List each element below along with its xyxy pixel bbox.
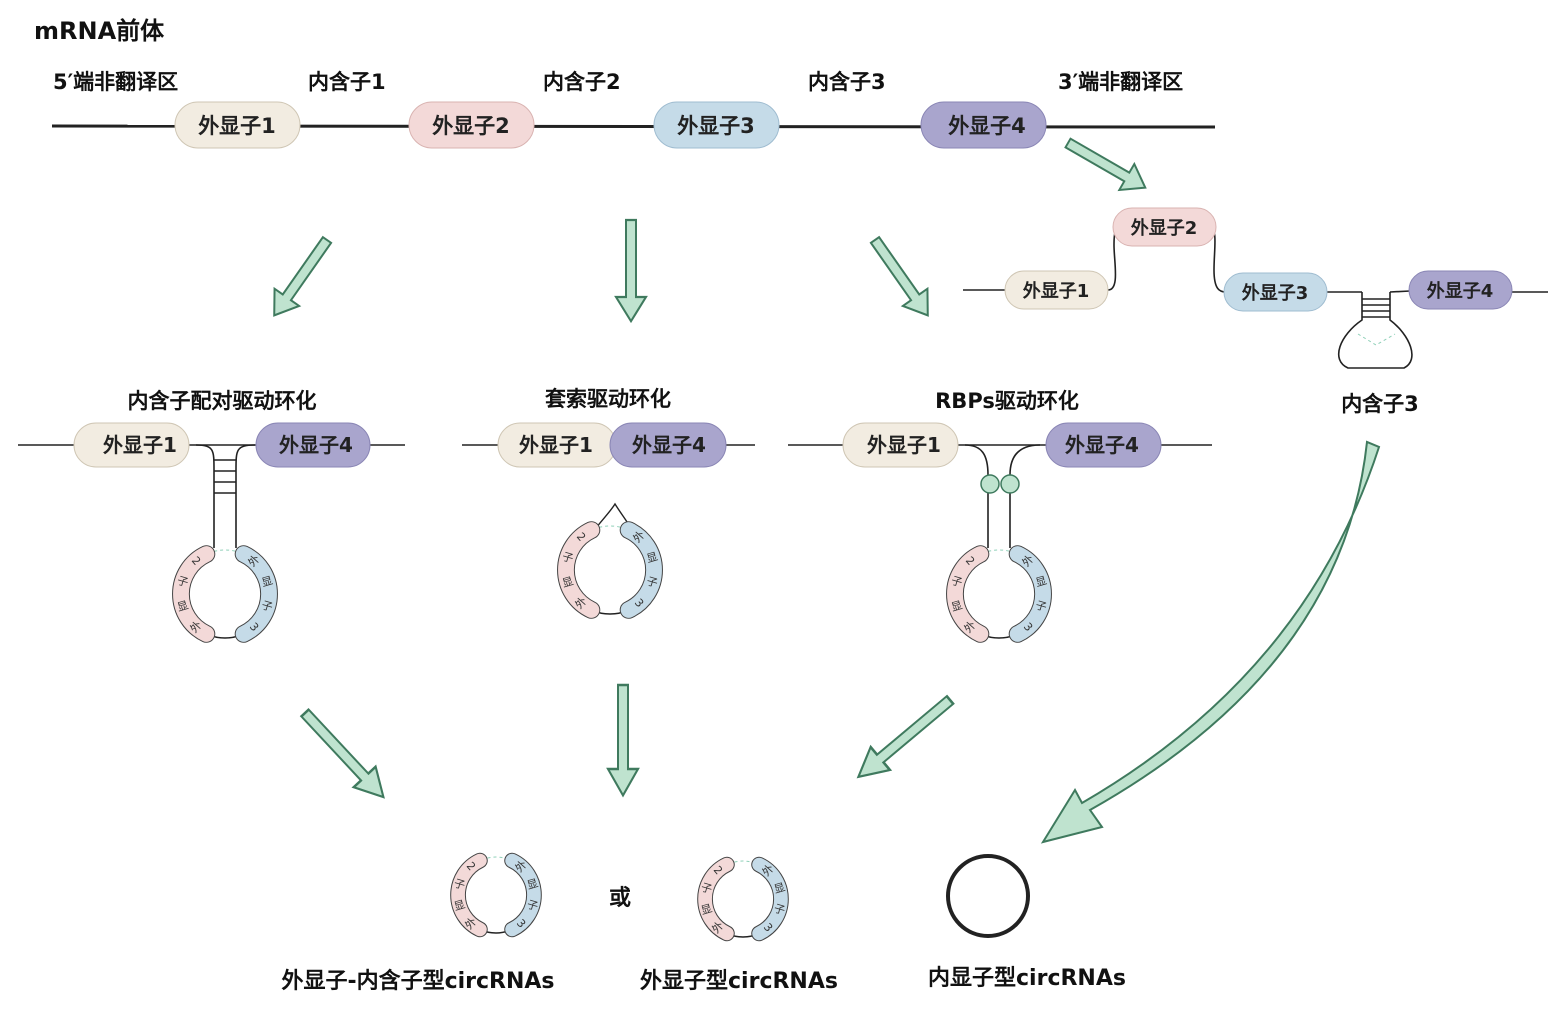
intron-retention-structure: 外显子1 外显子2 外显子3 外显子4 xyxy=(963,207,1548,369)
title: mRNA前体 xyxy=(34,17,165,45)
exon-1-pairing: 外显子1 xyxy=(73,422,190,468)
title-intron-pairing: 内含子配对驱动环化 xyxy=(128,389,317,413)
label-intron1: 内含子1 xyxy=(308,70,386,94)
circ-arc-char: 子 xyxy=(645,575,659,591)
circ-exon-2-arc xyxy=(947,546,989,642)
circ-arc-char: 显 xyxy=(645,550,659,566)
svg-text:外显子3: 外显子3 xyxy=(677,114,755,138)
circ-arc-char: 显 xyxy=(950,599,964,615)
circ-arc-char: 显 xyxy=(699,902,713,918)
arrow-rbp-to-product xyxy=(847,687,961,790)
arrow-to-intronic-circrna xyxy=(1040,440,1381,844)
exon-1-lariat: 外显子1 xyxy=(497,422,617,468)
circ-arc-char: 显 xyxy=(260,574,274,590)
label-utr3: 3′端非翻译区 xyxy=(1058,70,1183,94)
title-rbp: RBPs驱动环化 xyxy=(935,389,1079,413)
arrow-pairing-to-product xyxy=(292,701,396,809)
circ-exon-2-arc xyxy=(451,853,487,937)
arrow-to-rbp xyxy=(861,230,942,325)
circ-arc-char: 显 xyxy=(772,881,786,897)
svg-text:外显子1: 外显子1 xyxy=(867,433,941,457)
circ-arc-char: 显 xyxy=(561,575,575,591)
intronic-circrna-ring xyxy=(946,854,1030,938)
exon-4-top: 外显子4 xyxy=(920,101,1047,149)
title-lariat: 套索驱动环化 xyxy=(545,387,671,411)
arrow-to-intron-pairing xyxy=(260,230,341,325)
circ-arc-char: 子 xyxy=(772,902,786,918)
circ-arc-char: 显 xyxy=(525,877,539,893)
circ-arc-char: 显 xyxy=(452,898,466,914)
arrow-lariat-to-product xyxy=(606,683,640,797)
svg-text:外显子1: 外显子1 xyxy=(103,433,177,457)
arrow-to-lariat xyxy=(614,218,648,323)
or-label: 或 xyxy=(609,885,631,911)
exon-1-top: 外显子1 xyxy=(174,101,301,149)
svg-text:外显子4: 外显子4 xyxy=(279,433,353,457)
label-intron3: 内含子3 xyxy=(808,70,886,94)
exon-4-pairing: 外显子4 xyxy=(255,422,371,468)
label-ecirc: 外显子型circRNAs xyxy=(640,968,838,994)
rbp-protein-right xyxy=(1000,474,1020,494)
circ-arc-char: 子 xyxy=(950,574,964,590)
exon-1-rbp: 外显子1 xyxy=(842,422,959,468)
circ-exon-3-arc xyxy=(505,853,541,937)
exon-4-rbp: 外显子4 xyxy=(1045,422,1162,468)
circ-exon-3-arc xyxy=(235,546,277,642)
label-utr5: 5′端非翻译区 xyxy=(53,70,178,94)
exon-2-top: 外显子2 xyxy=(408,101,535,149)
svg-text:外显子4: 外显子4 xyxy=(948,114,1026,138)
label-intron3-right: 内含子3 xyxy=(1341,392,1419,416)
rbp-protein-left xyxy=(980,474,1000,494)
svg-text:外显子1: 外显子1 xyxy=(1023,280,1090,302)
circ-exon-2-arc xyxy=(173,546,215,642)
exon-4-right: 外显子4 xyxy=(1408,270,1513,310)
svg-text:外显子1: 外显子1 xyxy=(519,433,593,457)
exon-3-right: 外显子3 xyxy=(1223,272,1328,312)
circ-arc-char: 子 xyxy=(699,881,713,897)
circ-arc-char: 子 xyxy=(525,898,539,914)
svg-text:外显子4: 外显子4 xyxy=(632,433,706,457)
svg-text:外显子4: 外显子4 xyxy=(1065,433,1139,457)
circ-arc-char: 子 xyxy=(1034,599,1048,615)
svg-text:外显子3: 外显子3 xyxy=(1242,282,1309,304)
arrow-to-intron-retention xyxy=(1059,129,1154,202)
circ-arc-char: 子 xyxy=(260,599,274,615)
circ-arc-char: 子 xyxy=(452,877,466,893)
svg-text:外显子1: 外显子1 xyxy=(198,114,276,138)
circ-exon-2-arc xyxy=(558,522,600,618)
circ-exon-3-arc xyxy=(1009,546,1051,642)
circ-exon-2-arc xyxy=(698,857,734,941)
circ-arc-char: 显 xyxy=(1034,574,1048,590)
circ-arc-char: 子 xyxy=(176,574,190,590)
svg-text:外显子2: 外显子2 xyxy=(432,114,510,138)
exon-4-lariat: 外显子4 xyxy=(609,422,727,468)
label-intron2: 内含子2 xyxy=(543,70,621,94)
label-eicirc: 外显子-内含子型circRNAs xyxy=(281,968,554,994)
circ-exon-3-arc xyxy=(752,857,788,941)
svg-text:外显子2: 外显子2 xyxy=(1131,217,1198,239)
exon-3-top: 外显子3 xyxy=(653,101,780,149)
label-icirc: 内显子型circRNAs xyxy=(928,966,1126,991)
circ-arc-char: 显 xyxy=(176,599,190,615)
svg-text:外显子4: 外显子4 xyxy=(1427,280,1494,302)
circ-exon-3-arc xyxy=(620,522,662,618)
exon-1-right: 外显子1 xyxy=(1004,270,1109,310)
exon-2-right: 外显子2 xyxy=(1112,207,1217,247)
circ-arc-char: 子 xyxy=(561,550,575,566)
